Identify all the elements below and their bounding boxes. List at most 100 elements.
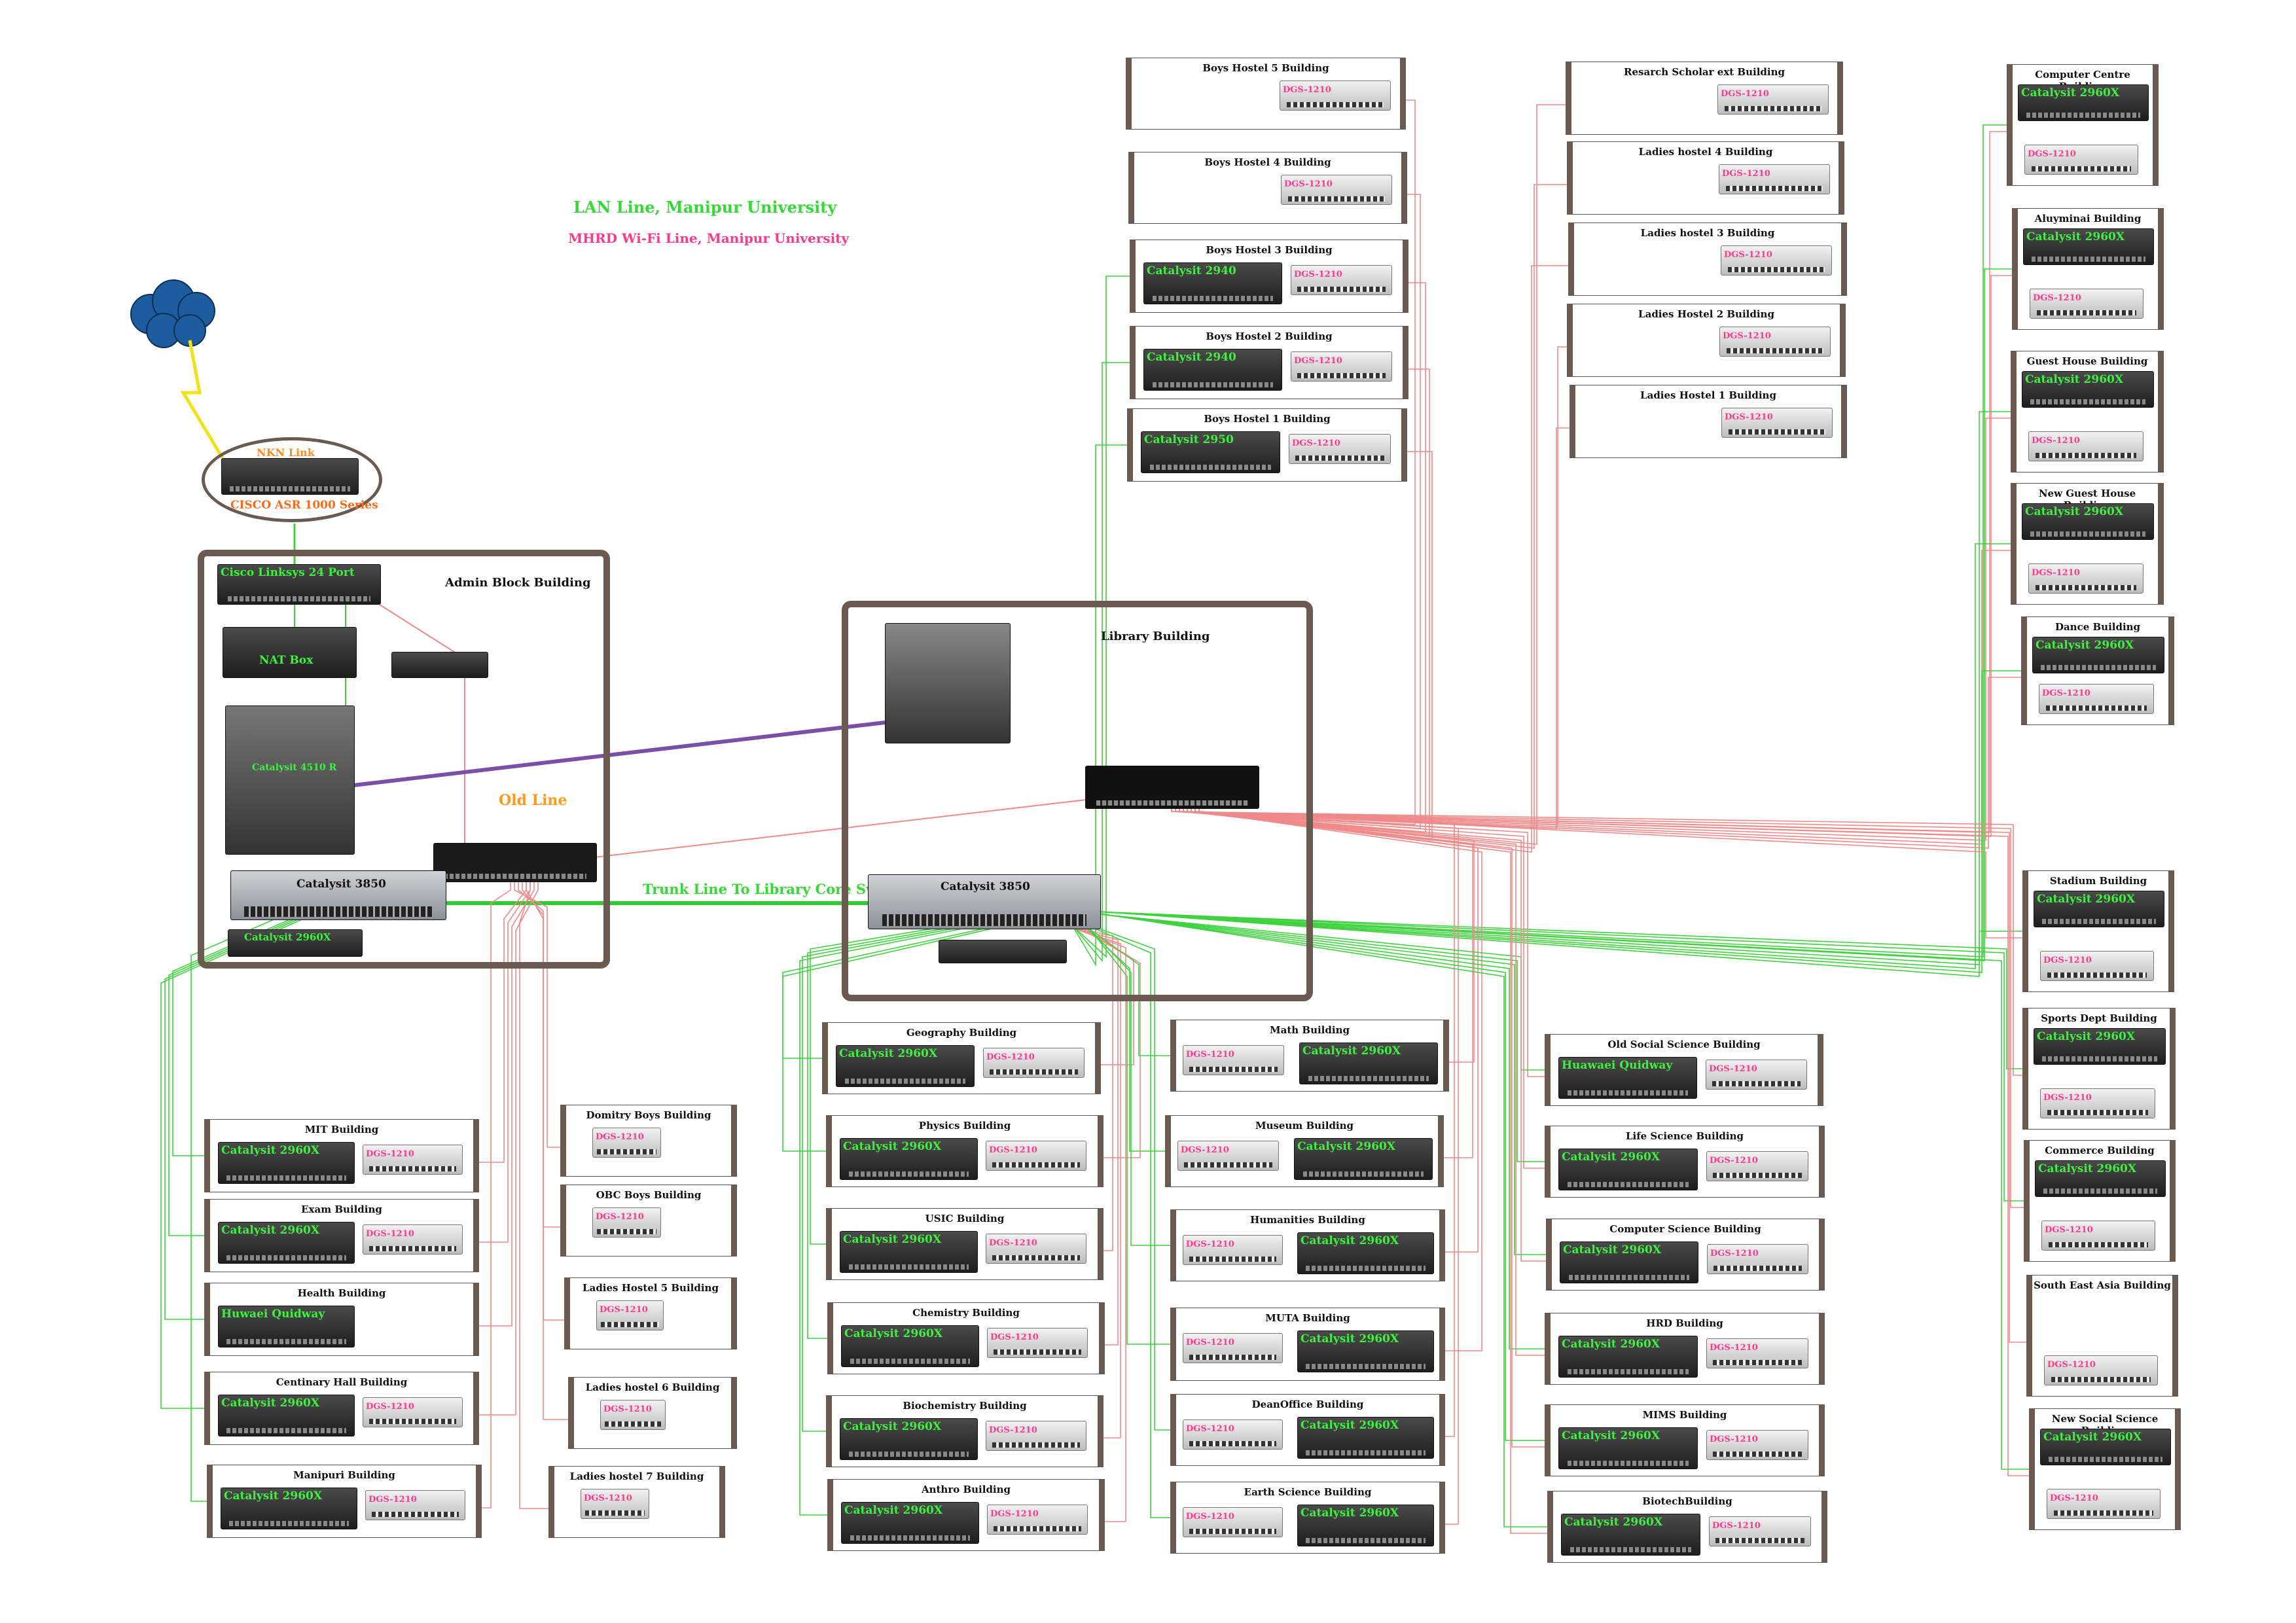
catalyst-switch-icon: Catalysit 2960X [218,1142,355,1184]
lan-line [1074,909,1170,1345]
lan-line [1047,909,1170,1431]
dgs-switch-icon: DGS-1210 [2030,289,2144,319]
legend-wifi: MHRD Wi-Fi Line, Manipur University [568,230,850,246]
building-name: Boys Hostel 5 Building [1202,62,1329,74]
dgs-switch-icon: DGS-1210 [1719,164,1830,194]
dgs-switch-icon: DGS-1210 [2028,431,2144,461]
catalyst-switch-icon: Catalysit 2960X [1558,1427,1698,1469]
old-line-label: Old Line [499,792,567,809]
dgs-label: DGS-1210 [990,1509,1039,1519]
dgs-label: DGS-1210 [2050,1493,2098,1503]
dgs-switch-icon: DGS-1210 [1291,351,1392,382]
catalyst-label: Huawaei Quidway [1562,1059,1673,1072]
building-name: Geography Building [906,1027,1017,1039]
library-core-switch-icon [1085,766,1259,809]
catalyst-label: Catalysit 2960X [2036,639,2134,652]
wifi-line [482,877,511,1508]
catalyst-label: Catalysit 2960X [1300,1234,1399,1247]
lan-line [1054,276,1130,958]
catalyst-switch-icon: Catalysit 2960X [1297,1330,1434,1372]
dgs-switch-icon: DGS-1210 [1289,434,1391,464]
building-name: Manipuri Building [293,1469,395,1481]
dgs-switch-icon: DGS-1210 [592,1128,661,1158]
catalyst-switch-icon: Catalysit 2960X [221,1488,357,1529]
dgs-label: DGS-1210 [1181,1145,1229,1155]
library-chassis-icon [885,623,1011,743]
wifi-line [594,799,1087,858]
catalyst-label: Catalysit 2960X [1302,1044,1401,1058]
building-name: Computer Science Building [1609,1223,1761,1235]
wifi-line [522,877,564,1321]
dgs-switch-icon: DGS-1210 [1706,1060,1807,1090]
wifi-line [479,877,535,1327]
dgs-switch-icon: DGS-1210 [1291,265,1392,295]
dgs-switch-icon: DGS-1210 [987,1328,1088,1358]
dgs-switch-icon: DGS-1210 [592,1207,661,1238]
building-name: Ladies Hostel 5 Building [583,1282,719,1294]
dgs-switch-icon: DGS-1210 [2040,1088,2155,1118]
dgs-label: DGS-1210 [1294,356,1342,366]
wifi-line [514,877,560,1148]
dgs-switch-icon: DGS-1210 [1706,1338,1808,1368]
catalyst-switch-icon: Catalysit 2960X [840,1418,978,1460]
trunk-line-label: Trunk Line To Library Core Switch [643,881,908,897]
building-name: Physics Building [918,1120,1011,1132]
building-name: Domitry Boys Building [586,1109,711,1121]
lan-line [802,909,1056,1432]
dgs-switch-icon: DGS-1210 [1280,80,1391,111]
catalyst-label: Catalysit 2960X [224,1489,323,1503]
catalyst-label: Catalysit 2940 [1147,264,1236,277]
dgs-switch-icon: DGS-1210 [2024,145,2138,175]
lan-line [1074,909,1547,1527]
catalyst-switch-icon: Catalysit 2960X [840,1231,978,1273]
admin-block-title: Admin Block Building [445,576,591,590]
library-small-switch-icon [939,940,1067,963]
dgs-switch-icon: DGS-1210 [1717,84,1829,115]
dgs-switch-icon: DGS-1210 [2028,563,2144,594]
dgs-label: DGS-1210 [366,1402,414,1412]
lan-line [807,909,1052,1339]
server-icon [391,652,488,678]
building-name: Humanities Building [1250,1214,1365,1226]
building-name: Resarch Scholar ext Building [1624,66,1785,78]
building-name: Centinary Hall Building [276,1376,408,1388]
dgs-label: DGS-1210 [1710,1249,1759,1258]
catalyst-switch-icon: Catalysit 2960X [836,1045,975,1087]
catalyst-label: Catalysit 2960X [844,1504,943,1517]
lan-line [1058,909,2029,1470]
dgs-label: DGS-1210 [1292,438,1340,448]
catalyst-label: Catalysit 2960X [221,1224,320,1237]
dgs-switch-icon: DGS-1210 [986,1421,1086,1451]
building-name: Ladies Hostel 1 Building [1640,389,1776,401]
dgs-switch-icon: DGS-1210 [1183,1333,1283,1363]
building-name: Old Social Science Building [1607,1039,1761,1050]
dgs-label: DGS-1210 [1724,250,1772,260]
dgs-label: DGS-1210 [1284,179,1333,189]
building-name: Boys Hostel 4 Building [1204,156,1331,168]
dgs-label: DGS-1210 [1294,270,1342,279]
wifi-line [479,877,539,1416]
catalyst-switch-icon: Catalysit 2950 [1141,431,1280,473]
catalyst-label: Catalysit 2960X [839,1047,938,1060]
admin-2960x-label: Catalysit 2960X [244,931,331,943]
dgs-label: DGS-1210 [1725,412,1773,422]
dgs-label: DGS-1210 [1283,85,1331,95]
dgs-switch-icon: DGS-1210 [986,1141,1086,1171]
dgs-label: DGS-1210 [989,1425,1037,1435]
admin-catalyst-2960x-icon: Catalysit 2960X [228,929,363,957]
dgs-label: DGS-1210 [368,1495,417,1505]
